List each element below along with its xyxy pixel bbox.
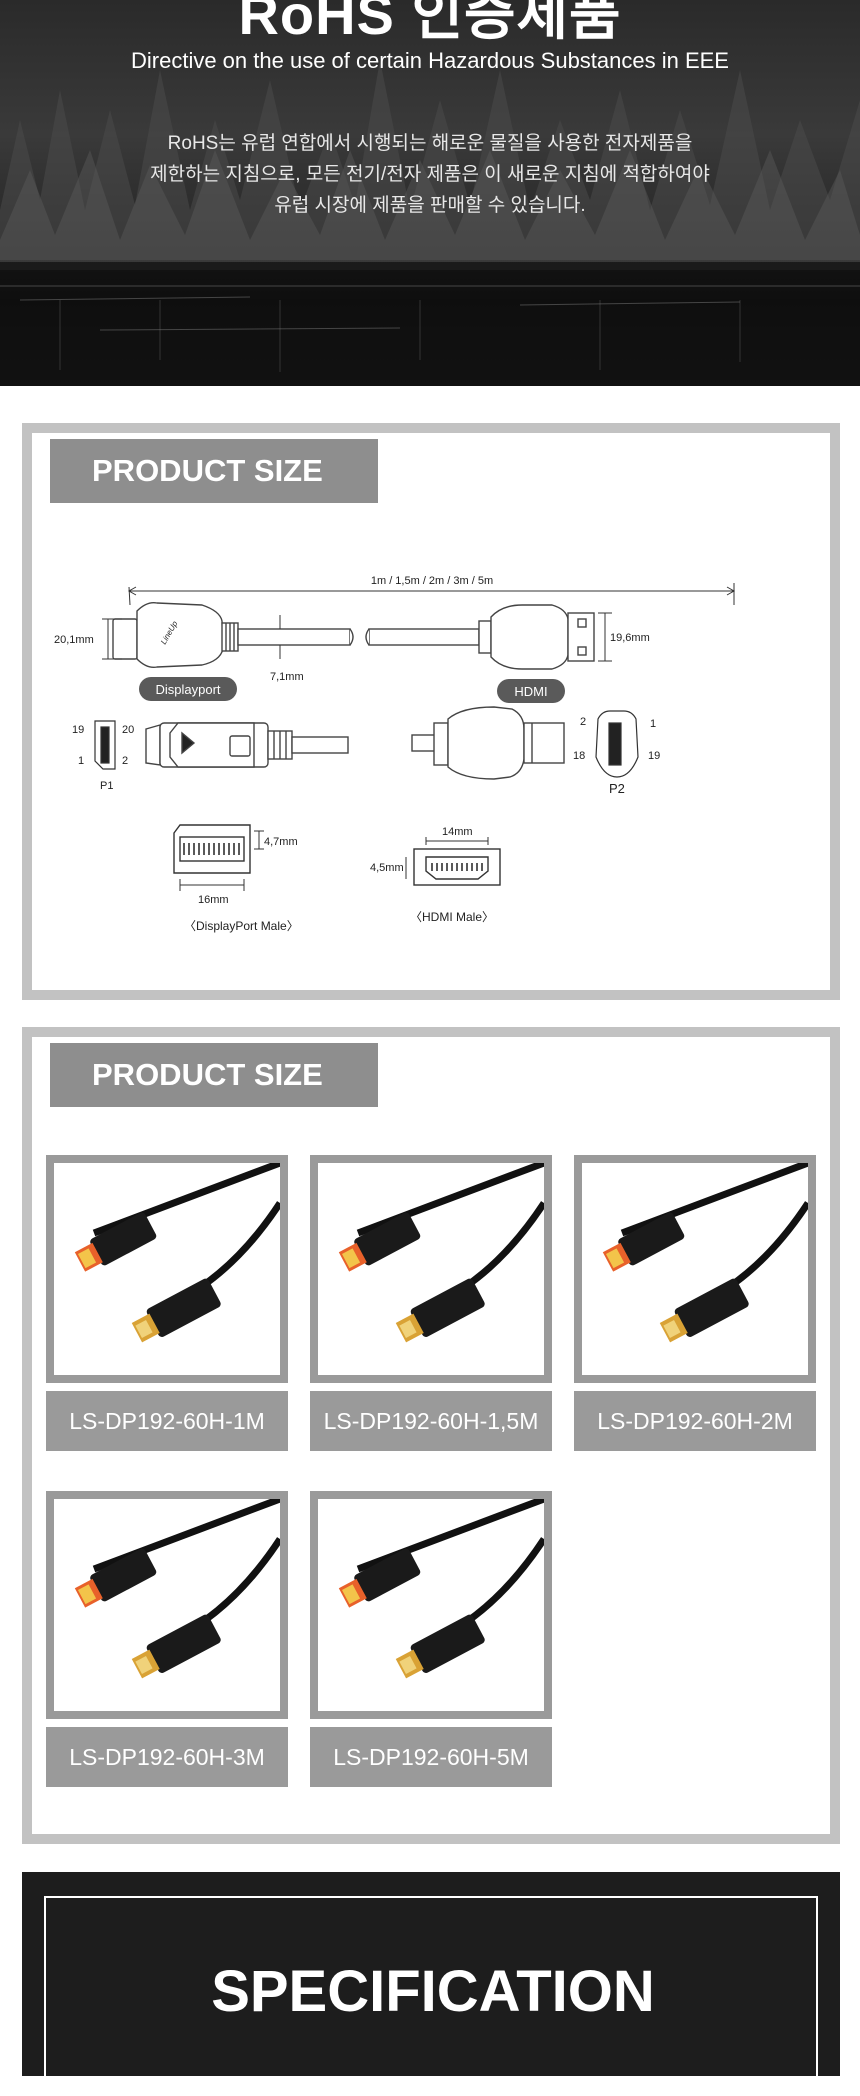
hero-desc-line: RoHS는 유럽 연합에서 시행되는 해로운 물질을 사용한 전자제품을 — [167, 133, 693, 154]
hdmi-height-label: 19,6mm — [610, 632, 650, 644]
hero-desc-line: 제한하는 지침으로, 모든 전기/전자 제품은 이 새로운 지침에 적합하여야 — [150, 164, 710, 185]
model-card: LS-DP192-60H-2M — [574, 1155, 816, 1451]
rohs-hero-banner: RoHS 인증제품 Directive on the use of certai… — [0, 0, 860, 386]
dp-width-label: 16mm — [198, 894, 229, 906]
pin-label: 19 — [72, 724, 84, 736]
product-size-title: PRODUCT SIZE — [50, 439, 378, 503]
pin-label: 1 — [78, 755, 84, 767]
specification-frame: SPECIFICATION — [44, 1896, 818, 2096]
cable-image — [602, 1163, 808, 1343]
model-label: LS-DP192-60H-3M — [46, 1727, 288, 1787]
dp-pinout-icon — [94, 720, 116, 770]
displayport-plug-side-icon — [112, 601, 354, 669]
model-label: LS-DP192-60H-2M — [574, 1391, 816, 1451]
cable-photo — [46, 1491, 288, 1719]
cable-diameter-label: 7,1mm — [270, 671, 304, 683]
hero-desc-line: 유럽 시장에 제품을 판매할 수 있습니다. — [274, 195, 586, 216]
pin-label: 18 — [573, 750, 585, 762]
pin-label: 2 — [580, 716, 586, 728]
dp-male-front-icon — [173, 824, 251, 874]
hdmi-badge — [497, 679, 565, 703]
displayport-plug-top-icon — [145, 722, 349, 768]
hdmi-width-label: 14mm — [442, 826, 473, 838]
dp-height-label: 20,1mm — [54, 634, 94, 646]
model-card: LS-DP192-60H-3M — [46, 1491, 288, 1787]
length-label: 1m / 1,5m / 2m / 3m / 5m — [371, 575, 493, 587]
pin-label: 20 — [122, 724, 134, 736]
product-size-title: PRODUCT SIZE — [50, 1043, 378, 1107]
forest-background-image — [0, 60, 860, 386]
cable-image — [338, 1499, 544, 1679]
dp-male-caption: 〈DisplayPort Male〉 — [184, 919, 299, 933]
model-card: LS-DP192-60H-1M — [46, 1155, 288, 1451]
product-size-panel: 1m / 1,5m / 2m / 3m / 5m LineUp 20,1mm 7… — [22, 423, 840, 1000]
model-label: LS-DP192-60H-1M — [46, 1391, 288, 1451]
cable-image — [74, 1499, 280, 1679]
p2-label: P2 — [609, 781, 625, 796]
model-card: LS-DP192-60H-5M — [310, 1491, 552, 1787]
cable-photo — [46, 1155, 288, 1383]
dimension-diagram: 1m / 1,5m / 2m / 3m / 5m LineUp 20,1mm 7… — [54, 575, 736, 933]
hdmi-male-front-icon — [413, 848, 501, 886]
cable-image — [74, 1163, 280, 1343]
hdmi-badge-label: HDMI — [514, 684, 547, 699]
pin-label: 1 — [650, 718, 656, 730]
hdmi-pinout-icon — [595, 710, 639, 778]
hdmi-plug-side-icon — [365, 604, 595, 670]
dp-badge-label: Displayport — [155, 682, 220, 697]
specification-section: SPECIFICATION — [22, 1872, 840, 2096]
dp-depth-label: 4,7mm — [264, 836, 298, 848]
hero-title: RoHS 인증제품 — [238, 0, 622, 46]
model-label: LS-DP192-60H-5M — [310, 1727, 552, 1787]
hero-description: RoHS는 유럽 연합에서 시행되는 해로운 물질을 사용한 전자제품을 제한하… — [0, 128, 860, 221]
pin-label: 19 — [648, 750, 660, 762]
cable-photo — [574, 1155, 816, 1383]
hdmi-depth-label: 4,5mm — [370, 862, 404, 874]
p1-label: P1 — [100, 780, 113, 792]
cable-photo — [310, 1155, 552, 1383]
dp-badge — [139, 677, 237, 701]
specification-title: SPECIFICATION — [211, 1959, 655, 2024]
product-models-panel: PRODUCT SIZE LS-DP192-60H-1M LS-DP192-60… — [22, 1027, 840, 1844]
hdmi-plug-top-icon — [411, 706, 565, 780]
hdmi-male-caption: 〈HDMI Male〉 — [410, 910, 494, 924]
hero-subtitle: Directive on the use of certain Hazardou… — [131, 48, 729, 73]
model-card: LS-DP192-60H-1,5M — [310, 1155, 552, 1451]
model-label: LS-DP192-60H-1,5M — [310, 1391, 552, 1451]
cable-image — [338, 1163, 544, 1343]
pin-label: 2 — [122, 755, 128, 767]
cable-photo — [310, 1491, 552, 1719]
